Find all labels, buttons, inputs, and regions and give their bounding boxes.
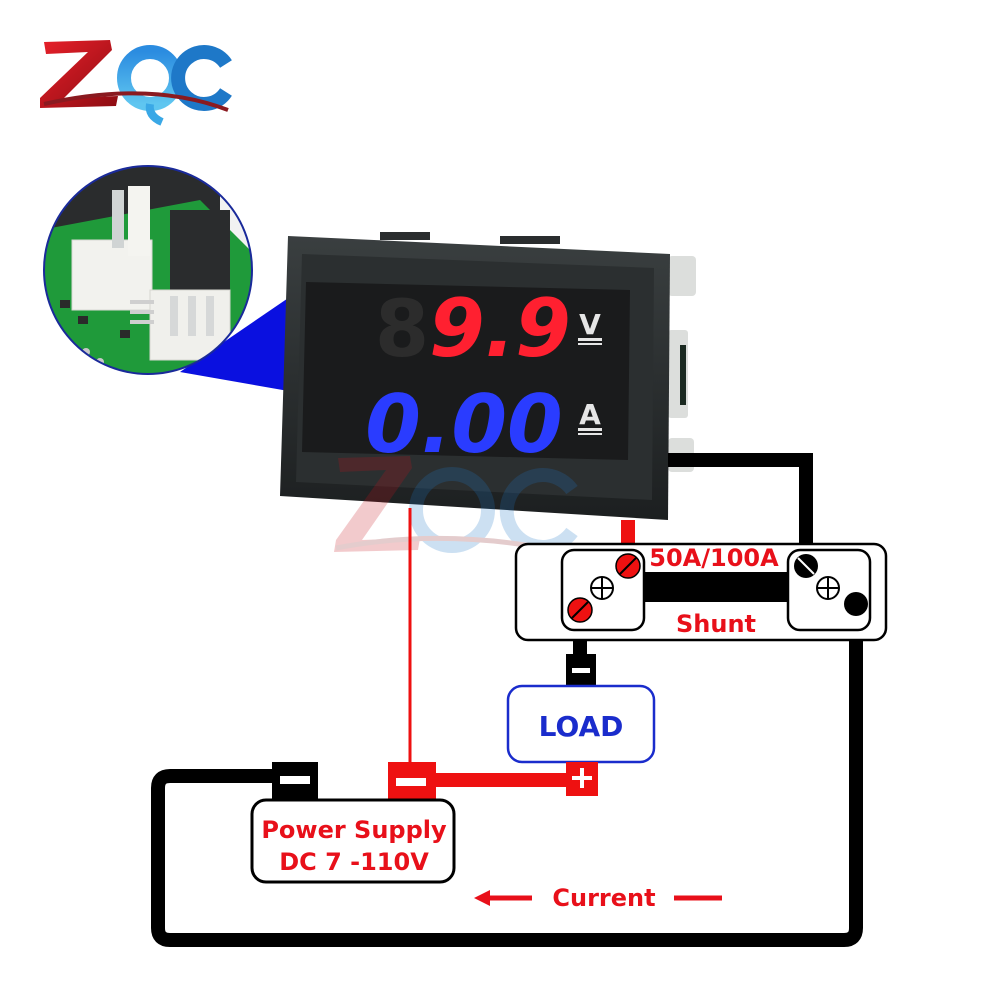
psu-range: DC 7 -110V (279, 848, 429, 876)
shunt-rating-label: 50A/100A (649, 544, 779, 572)
current-flow-indicator: Current (474, 884, 722, 912)
mount-hole-icon (816, 576, 840, 600)
logo-swoosh (43, 91, 229, 112)
shunt-bar (644, 572, 788, 602)
load-label: LOAD (539, 710, 624, 743)
screw-icon (794, 554, 818, 578)
minus-icon (572, 668, 590, 673)
screw-icon (615, 553, 641, 579)
load: LOAD (506, 654, 656, 796)
inset-closeup (43, 165, 253, 375)
side-clip-top (668, 256, 696, 296)
minus-icon (280, 776, 310, 784)
logo-z-letter (40, 40, 118, 108)
shunt-name-label: Shunt (676, 610, 756, 638)
screw-icon (844, 592, 868, 616)
terminal-mark-icon (396, 778, 426, 786)
voltage-unit: V (579, 308, 601, 341)
current-unit: A (579, 398, 601, 431)
psu-box (250, 798, 456, 884)
panel-meter: 8 9.9 0.00 V A (280, 232, 696, 520)
display-window (302, 282, 630, 460)
arrow-left-icon (474, 890, 490, 906)
inset-border (43, 165, 253, 375)
ghost-digit: 8 (375, 285, 429, 375)
current-label: Current (552, 884, 655, 912)
shunt: 50A/100A Shunt (514, 542, 888, 642)
voltage-reading: 9.9 (429, 282, 571, 375)
mount-hole-icon (590, 576, 614, 600)
power-supply: Power Supply DC 7 -110V (250, 762, 456, 884)
current-reading: 0.00 (365, 378, 562, 471)
return-black-wire (151, 604, 863, 947)
psu-title: Power Supply (261, 816, 447, 844)
logo-q-tail (145, 103, 164, 126)
meter-black-wire (668, 453, 813, 566)
screw-icon (567, 597, 593, 623)
brand-logo (40, 40, 232, 126)
